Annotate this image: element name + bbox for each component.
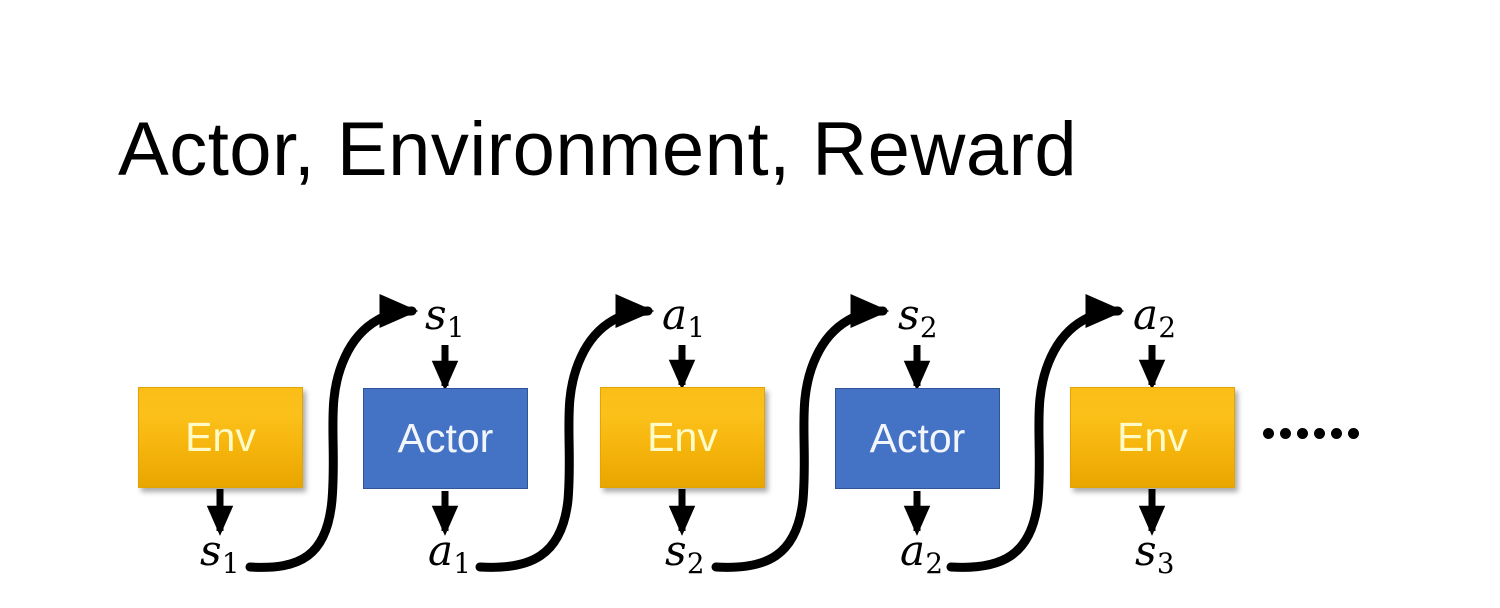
label-top-s2: s2: [898, 294, 937, 342]
label-base: a: [900, 526, 926, 575]
label-base: s: [1135, 526, 1157, 575]
ellipsis-dot: [1263, 428, 1274, 439]
label-subscript: 1: [221, 546, 240, 580]
label-base: s: [200, 526, 222, 575]
node-env-2[interactable]: Env: [600, 387, 765, 488]
label-subscript: 3: [1156, 546, 1175, 580]
ellipsis-dot: [1280, 428, 1291, 439]
label-subscript: 1: [687, 310, 705, 344]
label-bottom-a2: a2: [900, 530, 943, 578]
label-top-s1: s1: [425, 294, 464, 342]
label-base: a: [428, 526, 454, 575]
node-label: Actor: [869, 415, 966, 461]
node-env-1[interactable]: Env: [138, 387, 303, 488]
ellipsis-dot: [1348, 428, 1359, 439]
node-actor-1[interactable]: Actor: [363, 388, 528, 489]
label-subscript: 2: [686, 546, 705, 580]
label-base: s: [425, 290, 447, 339]
label-top-a1: a1: [662, 294, 705, 342]
label-bottom-s3: s3: [1135, 530, 1174, 578]
label-subscript: 1: [446, 310, 465, 344]
label-bottom-s2: s2: [665, 530, 704, 578]
node-label: Env: [1117, 414, 1188, 460]
arrow-group-out-of-boxes: [206, 489, 1166, 536]
node-label: Env: [185, 414, 256, 460]
ellipsis-continuation: [1263, 428, 1359, 439]
label-bottom-a1: a1: [428, 530, 471, 578]
node-env-3[interactable]: Env: [1070, 387, 1235, 488]
label-base: s: [898, 290, 920, 339]
label-bottom-s1: s1: [200, 530, 239, 578]
label-subscript: 2: [919, 310, 938, 344]
page-title: Actor, Environment, Reward: [118, 107, 1078, 192]
node-actor-2[interactable]: Actor: [835, 388, 1000, 489]
label-base: a: [662, 290, 688, 339]
label-subscript: 2: [925, 546, 943, 580]
arrow-group-into-boxes: [431, 345, 1166, 391]
ellipsis-dot: [1331, 428, 1342, 439]
ellipsis-dot: [1297, 428, 1308, 439]
label-top-a2: a2: [1133, 294, 1176, 342]
ellipsis-dot: [1314, 428, 1325, 439]
label-subscript: 2: [1158, 310, 1176, 344]
label-base: s: [665, 526, 687, 575]
node-label: Actor: [397, 415, 494, 461]
label-base: a: [1133, 290, 1159, 339]
node-label: Env: [647, 414, 718, 460]
label-subscript: 1: [453, 546, 471, 580]
